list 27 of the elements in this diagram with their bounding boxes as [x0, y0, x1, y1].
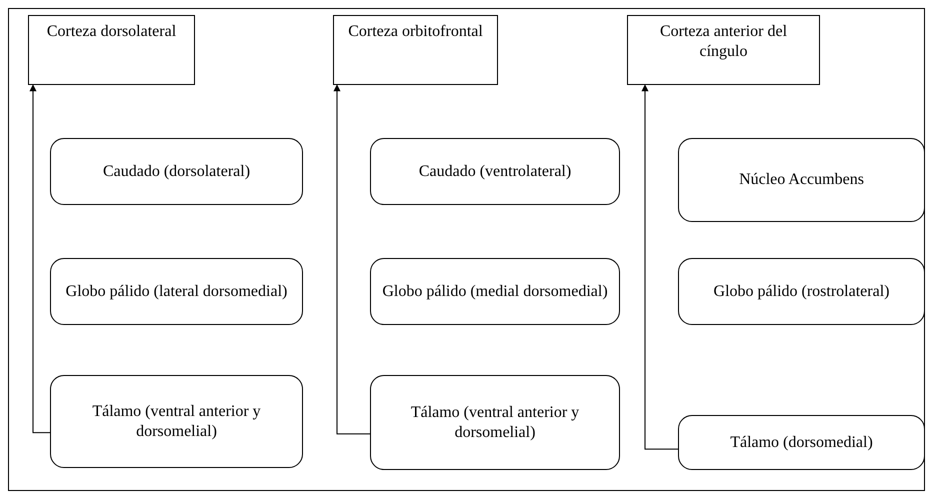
- node-label: Caudado (ventrolateral): [418, 162, 572, 182]
- node-label: Corteza anterior del cíngulo: [658, 22, 788, 62]
- node-label: Globo pálido (medial dorsomedial): [382, 282, 608, 302]
- structure-box: [50, 375, 303, 468]
- node-label: Corteza dorsolateral: [46, 22, 176, 42]
- structure-box: [370, 375, 620, 470]
- cortex-box: [333, 15, 498, 85]
- structure-box: [370, 258, 620, 325]
- arrow: [30, 84, 50, 434]
- cortex-box: [28, 15, 195, 85]
- node-label: Tálamo (dorsomedial): [730, 432, 873, 452]
- cortex-box: [627, 15, 820, 85]
- arrow: [334, 84, 370, 434]
- node-label: Caudado (dorsolateral): [102, 162, 250, 182]
- arrow: [642, 84, 678, 450]
- node-label: Tálamo (ventral anterior y dorsomelial): [91, 402, 262, 442]
- structure-box: [678, 138, 925, 222]
- node-label: Globo pálido (rostrolateral): [714, 282, 890, 302]
- structure-box: [678, 415, 925, 470]
- node-label: Corteza orbitofrontal: [348, 22, 483, 42]
- structure-box: [370, 138, 620, 205]
- node-label: Núcleo Accumbens: [739, 170, 864, 190]
- structure-box: [50, 138, 303, 205]
- node-label: Tálamo (ventral anterior y dorsomelial): [410, 402, 580, 442]
- structure-box: [678, 258, 925, 325]
- structure-box: [50, 258, 303, 325]
- node-label: Globo pálido (lateral dorsomedial): [66, 282, 288, 302]
